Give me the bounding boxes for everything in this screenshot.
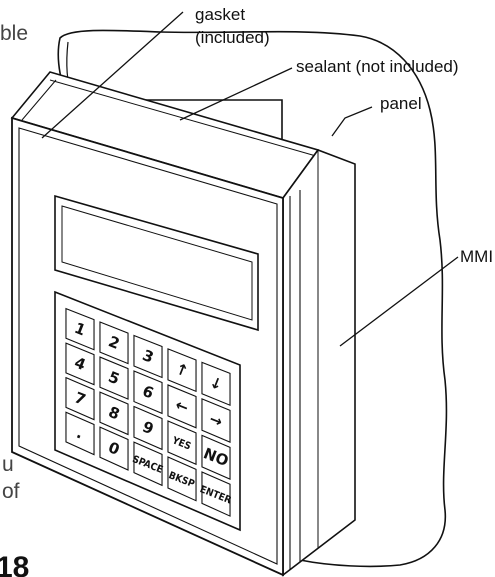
mmi-top-bevel xyxy=(21,79,57,121)
keypad-key[interactable] xyxy=(133,405,163,451)
keypad-key-label: . xyxy=(74,424,86,443)
mmi-front-bezel xyxy=(18,127,278,565)
keypad-key[interactable] xyxy=(201,361,231,407)
gasket-leader xyxy=(41,11,184,139)
keypad-key[interactable] xyxy=(167,456,197,502)
keypad-key[interactable] xyxy=(99,356,129,400)
keypad-key[interactable] xyxy=(201,434,231,480)
keypad-key[interactable] xyxy=(99,426,129,471)
keypad-key[interactable] xyxy=(201,471,231,517)
keypad-key-label: ← xyxy=(173,396,191,417)
panel-leader xyxy=(331,106,373,137)
page-number: 18 xyxy=(0,551,29,577)
display-window xyxy=(54,194,259,332)
keypad-key[interactable] xyxy=(99,321,129,365)
keypad-key[interactable] xyxy=(65,376,95,421)
keypad-key-label: ↓ xyxy=(207,373,225,394)
mmi-side-face xyxy=(282,149,356,577)
keypad-key[interactable] xyxy=(133,334,163,379)
keypad-key[interactable] xyxy=(65,342,95,386)
gasket-label: gasket xyxy=(195,5,245,24)
keypad-key-label: ↑ xyxy=(173,359,191,380)
mmi-label: MMI xyxy=(460,247,493,266)
keypad-key[interactable] xyxy=(65,307,95,351)
keypad-key[interactable] xyxy=(167,348,197,393)
keypad-key[interactable] xyxy=(167,384,197,429)
panel-label: panel xyxy=(380,94,422,113)
keypad-key[interactable] xyxy=(167,420,197,466)
keypad-key[interactable] xyxy=(201,398,231,443)
keypad-key[interactable] xyxy=(65,411,95,456)
display-window-inner xyxy=(61,205,253,321)
edge-text-bottom-2: of xyxy=(2,480,20,503)
edge-text-bottom-1: u xyxy=(2,453,14,476)
mmi-leader xyxy=(339,256,459,347)
edge-text-top: ble xyxy=(0,22,28,45)
keypad-key[interactable] xyxy=(99,391,129,436)
keypad-key-label: → xyxy=(207,410,225,431)
keypad-key[interactable] xyxy=(133,370,163,415)
sealant-leader xyxy=(179,67,293,121)
keypad-key[interactable] xyxy=(133,441,163,487)
sealant-label: sealant (not included) xyxy=(296,57,459,76)
gasket-label-note: (included) xyxy=(195,28,270,47)
